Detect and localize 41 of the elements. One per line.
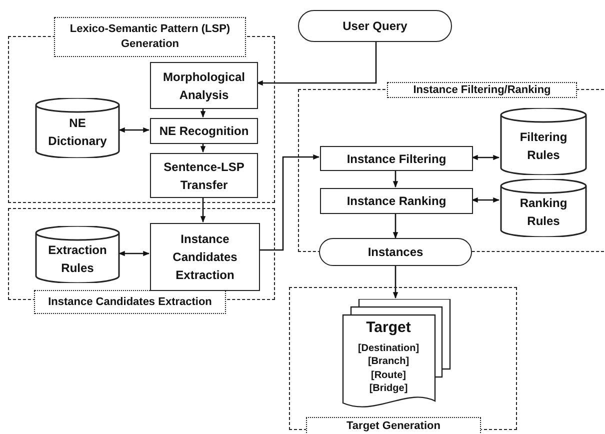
node-label: User Query <box>342 19 408 33</box>
node-label: Ranking Rules <box>518 195 568 230</box>
document-item: [Branch] <box>368 355 410 368</box>
process-box <box>320 146 473 171</box>
process-box <box>320 188 473 214</box>
process-box <box>150 62 258 109</box>
arrow <box>392 266 398 299</box>
arrow <box>471 154 500 160</box>
terminal-shape <box>298 10 452 42</box>
arrow <box>392 170 398 188</box>
process-box <box>150 223 260 291</box>
document-title: Target <box>366 318 411 338</box>
group-title: Instance Candidates Extraction <box>34 290 226 314</box>
group-title: Target Generation <box>306 417 481 434</box>
node-label: NE Recognition <box>159 123 249 140</box>
node-label: Instances <box>368 245 424 259</box>
node-label: NE Dictionary <box>48 115 107 150</box>
node-label: Sentence-LSP Transfer <box>162 158 246 194</box>
node-label: Instance Ranking <box>346 193 446 210</box>
arrow <box>200 108 206 118</box>
node-label: Instance Candidates Extraction <box>172 231 238 284</box>
arrow <box>200 197 206 223</box>
process-box <box>150 153 258 198</box>
document-item: [Route] <box>371 368 406 382</box>
arrow <box>256 42 377 86</box>
arrow <box>471 197 500 203</box>
arrow <box>392 213 398 239</box>
group-title: Lexico-Semantic Pattern (LSP) Generation <box>54 17 246 57</box>
terminal-shape <box>319 238 472 266</box>
node-label: Morphological Analysis <box>162 68 246 104</box>
node-label: Filtering Rules <box>518 128 568 164</box>
node-label: Instance Filtering <box>346 150 446 168</box>
arrow <box>200 143 206 153</box>
arrow <box>118 127 150 133</box>
arrow <box>259 154 320 251</box>
group-title: Instance Filtering/Ranking <box>387 82 577 98</box>
process-box <box>150 118 258 144</box>
document-item: [Destination] <box>358 342 420 355</box>
node-label: Extraction Rules <box>48 242 107 276</box>
arrow <box>118 250 150 256</box>
document-item: [Bridge] <box>369 382 408 396</box>
